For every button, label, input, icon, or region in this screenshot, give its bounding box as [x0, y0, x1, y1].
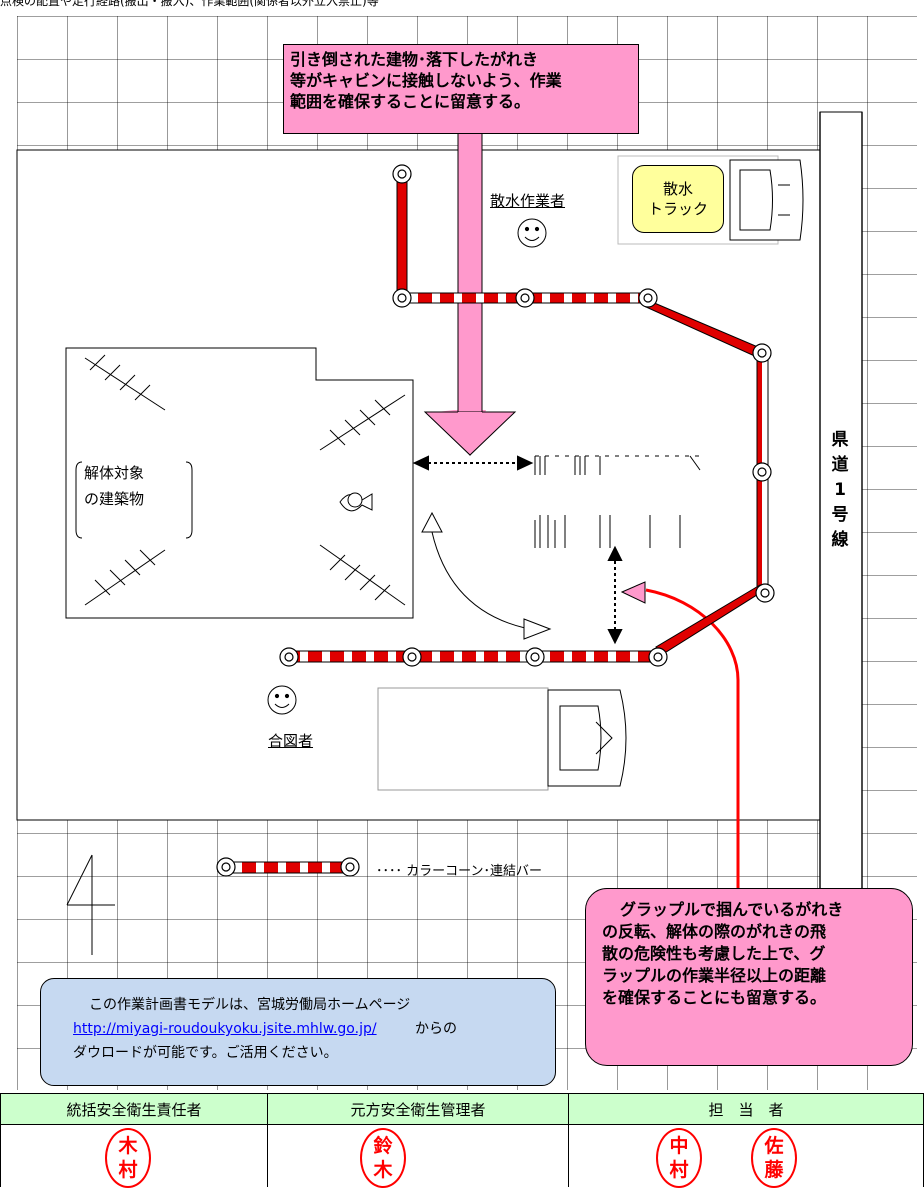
stamp-sato: 佐 藤 [751, 1128, 797, 1188]
sprinkler-worker-label: 散水作業者 [490, 192, 566, 210]
stamp-suzuki: 鈴 木 [360, 1128, 406, 1188]
road-label: 県 道 1 号 線 [820, 428, 860, 553]
road-label-char-1: 県 [831, 430, 849, 450]
north-mark-icon [66, 854, 115, 955]
header-person-in-charge: 担 当 者 [568, 1093, 924, 1125]
top-note-line-3: 範囲を確保することに留意する。 [290, 92, 531, 111]
building-shape [65, 347, 414, 619]
pink-pointer [620, 581, 646, 604]
road-label-char-3: 1 [834, 480, 846, 500]
homepage-link[interactable]: http://miyagi-roudoukyoku.jsite.mhlw.go.… [73, 1021, 377, 1037]
road-label-char-4: 号 [831, 505, 849, 525]
right-note-line-2: の反転、解体の際のがれきの飛 [602, 922, 827, 941]
info-line-2: http://miyagi-roudoukyoku.jsite.mhlw.go.… [73, 1017, 537, 1041]
stamp-nakamura: 中 村 [656, 1128, 702, 1188]
stamp-char: 村 [669, 1159, 689, 1181]
stamp-kimura: 木 村 [105, 1128, 151, 1188]
stamp-char: 中 [669, 1135, 689, 1157]
stamp-char: 木 [118, 1135, 138, 1157]
stamp-char: 佐 [764, 1135, 784, 1157]
info-after-url: からの [415, 1021, 458, 1037]
dump-truck-icon [377, 687, 627, 791]
clearance-arrow-vertical [607, 545, 623, 645]
clearance-arrow-horizontal [412, 455, 534, 471]
top-note: 引き倒された建物･落下したがれき 等がキャビンに接触しないよう、作業 範囲を確保… [283, 44, 639, 134]
right-note-line-1: グラップルで掴んでいるがれき [620, 900, 844, 919]
info-box: この作業計画書モデルは、宮城労働局ホームページ http://miyagi-ro… [40, 978, 556, 1086]
excavator-icon [339, 454, 701, 551]
header-principal-safety-manager: 元方安全衛生管理者 [267, 1093, 569, 1125]
right-note: グラップルで掴んでいるがれき の反転、解体の際のがれきの飛 散の危険性も考慮した… [585, 888, 913, 1066]
stamp-char: 鈴 [373, 1135, 393, 1157]
right-note-line-4: ラップルの作業半径以上の距離 [602, 966, 827, 985]
sprinkler-truck-label: 散水 トラック [632, 165, 724, 233]
building-label-line-1: 解体対象 [84, 464, 145, 482]
info-line-3: ダウロードが可能です。ご活用ください。 [73, 1045, 338, 1061]
top-note-line-2: 等がキャビンに接触しないよう、作業 [290, 71, 562, 90]
stamp-cell-3: 中 村 佐 藤 [568, 1124, 924, 1188]
legend-text: ････ カラーコーン･連結バー [376, 864, 542, 879]
swing-arc [431, 531, 526, 629]
stamp-cell-1: 木 村 [0, 1124, 268, 1188]
info-line-1: この作業計画書モデルは、宮城労働局ホームページ [89, 997, 411, 1013]
cones [216, 164, 775, 877]
truck-label-line-1: 散水 [662, 180, 693, 198]
building-label-line-2: の建築物 [84, 490, 145, 508]
header-general-safety-manager: 統括安全衛生責任者 [0, 1093, 268, 1125]
signoff-table: 統括安全衛生責任者 元方安全衛生管理者 担 当 者 木 村 鈴 木 中 村 佐 … [0, 1093, 924, 1188]
right-note-line-5: を確保することにも留意する。 [602, 988, 827, 1007]
header-text: 点検の配置や走行経路(搬出・搬入)、作業範囲(関係者以外立入禁止)等 [0, 0, 379, 8]
stamp-char: 村 [118, 1159, 138, 1181]
stamp-cell-2: 鈴 木 [267, 1124, 569, 1188]
sprinkler-worker-icon [517, 218, 547, 248]
truck-label-line-2: トラック [647, 200, 708, 218]
road-label-char-5: 線 [831, 530, 849, 550]
signal-person-label: 合図者 [268, 732, 314, 750]
road-label-char-2: 道 [831, 455, 849, 475]
red-leader-line [645, 588, 740, 890]
right-note-line-3: 散の危険性も考慮した上で、グ [602, 944, 826, 963]
stamp-char: 木 [373, 1159, 393, 1181]
stamp-char: 藤 [764, 1159, 784, 1181]
signal-person-icon [267, 685, 297, 715]
building-label-bracket [75, 461, 193, 539]
building-label: 解体対象 の建築物 [84, 460, 194, 512]
top-note-line-1: 引き倒された建物･落下したがれき [290, 50, 539, 69]
